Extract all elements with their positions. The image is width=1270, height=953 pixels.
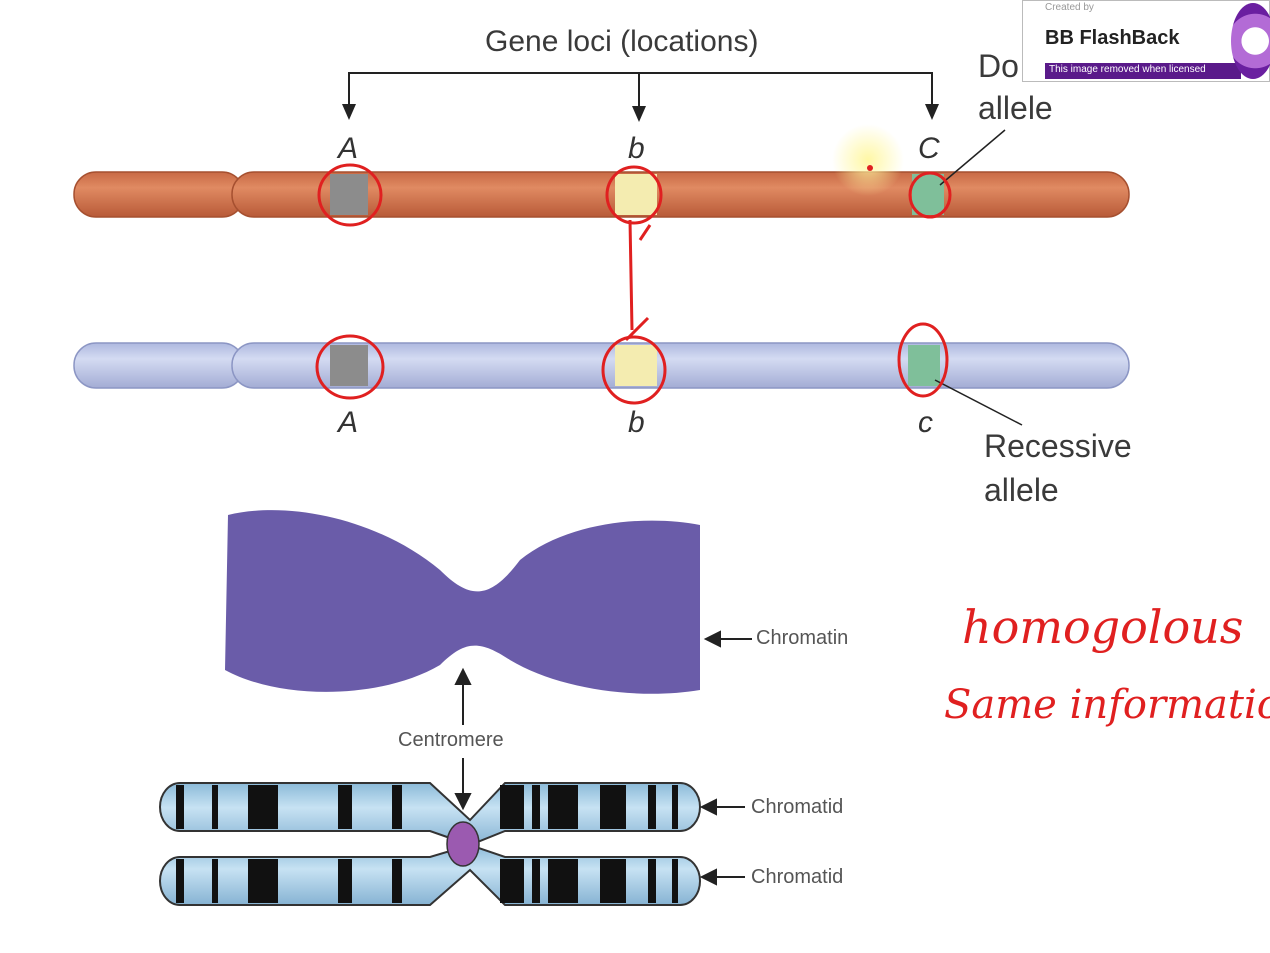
gene-loci-heading: Gene loci (locations) bbox=[485, 25, 759, 58]
loci-arrowheads bbox=[342, 104, 939, 122]
handwriting-line2: Same information bbox=[944, 682, 1270, 728]
recessive-pointer-line bbox=[934, 379, 1023, 426]
badge-notice: This image removed when licensed bbox=[1049, 64, 1206, 75]
bottom-allele-c: c bbox=[918, 406, 933, 439]
badge-caption: Created by bbox=[1045, 2, 1094, 13]
centromere-label: Centromere bbox=[398, 729, 504, 751]
dominant-pointer-line bbox=[939, 129, 1006, 186]
recessive-label-line1: Recessive bbox=[984, 428, 1132, 464]
chromatin-label: Chromatin bbox=[756, 627, 849, 649]
flashback-logo-icon bbox=[1231, 3, 1270, 79]
dominant-label-line1: Do bbox=[978, 48, 1019, 84]
chromatin-blob bbox=[225, 510, 700, 694]
cursor-highlight bbox=[832, 124, 904, 196]
red-annotations bbox=[315, 163, 952, 405]
bottom-chromosome bbox=[73, 342, 1130, 389]
dominant-label-line2: allele bbox=[978, 90, 1053, 126]
small-arrows bbox=[454, 630, 752, 886]
bottom-allele-b: b bbox=[628, 406, 645, 439]
chromatid-label-2: Chromatid bbox=[751, 866, 844, 888]
badge-notice-bar bbox=[1045, 63, 1241, 79]
top-allele-C: C bbox=[918, 132, 940, 165]
handwriting-line1: homogolous bbox=[962, 600, 1244, 654]
recessive-label-line2: allele bbox=[984, 472, 1059, 508]
top-allele-A: A bbox=[338, 132, 359, 165]
centromere-knob bbox=[446, 821, 480, 867]
chromatid-label-1: Chromatid bbox=[751, 796, 844, 818]
badge-name: BB FlashBack bbox=[1045, 27, 1180, 49]
cursor-dot bbox=[867, 165, 873, 171]
bottom-allele-A: A bbox=[338, 406, 359, 439]
flashback-badge[interactable]: Created by BB FlashBack This image remov… bbox=[1022, 0, 1270, 82]
loci-bracket bbox=[348, 72, 933, 108]
top-chromosome bbox=[73, 171, 1130, 218]
chromatid-pair bbox=[159, 782, 701, 906]
top-allele-b: b bbox=[628, 132, 645, 165]
